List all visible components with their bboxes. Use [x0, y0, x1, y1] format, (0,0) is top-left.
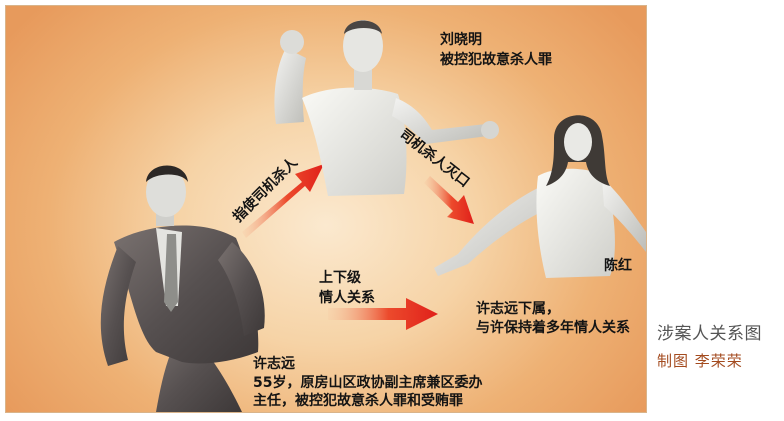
caption-title: 涉案人关系图	[657, 324, 762, 344]
chen-name-label: 陈红	[604, 258, 632, 274]
chen-relation-line-2: 与许保持着多年情人关系	[476, 320, 630, 336]
liu-name-label: 刘晓明	[440, 32, 482, 48]
caption-credit: 制图 李荣荣	[657, 352, 743, 370]
relation-xu-chen-label-2: 情人关系	[319, 290, 375, 306]
figure-chen	[434, 115, 646, 278]
arrow-xu-to-liu	[242, 164, 324, 238]
illustration-artwork	[100, 20, 646, 412]
chen-relation-line-1: 许志远下属，	[476, 301, 560, 317]
arrow-liu-to-chen	[424, 176, 474, 224]
xu-name-label: 许志远	[253, 356, 295, 372]
xu-description-label: 55岁，原房山区政协副主席兼区委办主任，被控犯故意杀人罪和受贿罪	[253, 375, 483, 409]
arrow-xu-to-chen	[328, 298, 438, 330]
figure-liu	[274, 20, 499, 196]
figure-xu	[100, 165, 265, 412]
liu-charge-label: 被控犯故意杀人罪	[440, 52, 552, 68]
relation-xu-chen-label-1: 上下级	[319, 270, 361, 286]
relationship-illustration: 刘晓明 被控犯故意杀人罪 指使司机杀人 司机杀人灭口 陈红 上下级 情人关系 许…	[5, 5, 647, 413]
